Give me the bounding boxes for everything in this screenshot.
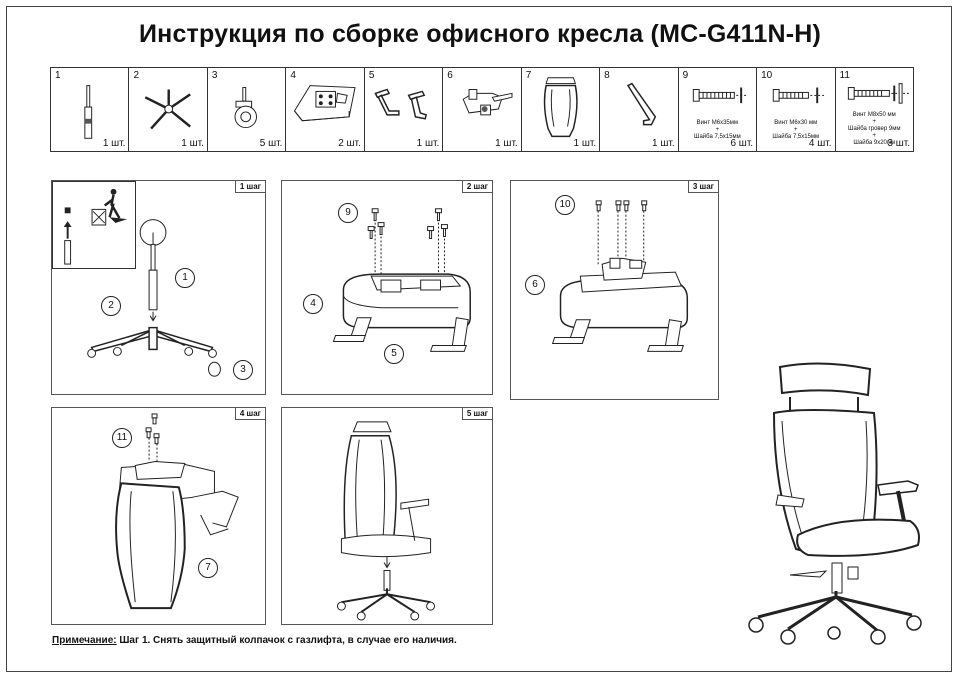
part-number: 8 (604, 70, 610, 81)
part-number: 6 (447, 70, 453, 81)
part-number: 2 (133, 70, 140, 81)
callout-11: 11 (112, 428, 132, 448)
part-number: 4 (290, 70, 296, 81)
hex-key-icon (627, 82, 657, 126)
footnote: Примечание: Шаг 1. Снять защитный колпач… (52, 635, 457, 646)
step-1-panel: 1 шаг (51, 180, 266, 395)
gas-lift-icon (84, 85, 93, 139)
part-quantity: 2 шт. (338, 138, 361, 149)
part-cell-9: 9 Винт М6x35мм + Шайба 7,5x15мм 6 шт. (679, 68, 758, 151)
step-label: 1 шаг (234, 181, 265, 193)
part-number: 7 (525, 70, 532, 81)
step-1-diagram (87, 219, 221, 377)
part-quantity: 5 шт. (259, 138, 283, 149)
part-quantity: 3 шт. (887, 138, 910, 149)
page-frame (6, 6, 952, 672)
callout-5: 5 (384, 344, 404, 364)
step-5-panel: 5 шаг (281, 407, 493, 625)
callout-1: 1 (175, 268, 195, 288)
part-number: 5 (368, 70, 375, 81)
part-cell-5: 5 1 шт. (365, 68, 444, 151)
part-note: Винт М6x30 мм + Шайба 7,5x15мм (772, 120, 820, 140)
part-cell-7: 7 1 шт. (522, 68, 601, 151)
part-number: 1 (55, 70, 61, 81)
remove-cap-inset (52, 181, 136, 269)
callout-3: 3 (233, 360, 253, 380)
part-quantity: 1 шт. (102, 138, 126, 149)
screw-icon (847, 83, 909, 104)
part-quantity: 1 шт. (181, 138, 204, 149)
part-cell-2: 2 1 шт. (129, 68, 208, 151)
part-cell-3: 3 5 шт. (208, 68, 287, 151)
part-number: 9 (682, 70, 689, 81)
step-label: 5 шаг (461, 408, 492, 420)
part-cell-10: 10 Винт М6x30 мм + Шайба 7,5x15мм 4 шт. (757, 68, 836, 151)
assembled-chair-illustration (738, 355, 928, 645)
screw-icon (772, 87, 825, 104)
step-label: 2 шаг (461, 181, 492, 193)
part-note: Винт М6x35мм + Шайба 7,5x15мм (693, 120, 741, 140)
step-label: 4 шаг (234, 408, 265, 420)
part-number: 11 (839, 70, 850, 81)
part-quantity: 1 шт. (652, 138, 675, 149)
base-star-icon (145, 89, 192, 130)
part-cell-1: 1 1 шт. (51, 68, 130, 151)
footnote-text: Шаг 1. Снять защитный колпачок с газлифт… (116, 635, 457, 646)
callout-2: 2 (101, 296, 121, 316)
step-3-diagram (551, 200, 689, 352)
step-2-panel: 2 шаг (281, 180, 493, 395)
step-4-panel: 4 шаг (51, 407, 266, 625)
callout-10: 10 (555, 195, 575, 215)
callout-7: 7 (198, 558, 218, 578)
callout-4: 4 (303, 294, 323, 314)
office-chair-icon (748, 362, 922, 645)
callout-6: 6 (525, 275, 545, 295)
screw-icon (692, 87, 748, 104)
part-cell-11: 11 Винт М8x50 мм + Шайба гровер 9мм + Ша… (836, 68, 913, 151)
backrest-icon (543, 77, 578, 138)
footnote-prefix: Примечание: (52, 635, 117, 646)
part-note: Винт М8x50 мм + Шайба гровер 9мм + Шайба… (848, 112, 901, 146)
part-number: 10 (761, 70, 773, 81)
step-label: 3 шаг (687, 181, 718, 193)
step-5-diagram (336, 421, 436, 621)
step-3-panel: 3 шаг (510, 180, 719, 400)
step-2-diagram (332, 208, 471, 352)
part-quantity: 1 шт. (495, 138, 518, 149)
part-quantity: 4 шт. (808, 138, 832, 149)
part-quantity: 6 шт. (730, 138, 754, 149)
part-cell-6: 6 1 шт. (443, 68, 522, 151)
part-quantity: 1 шт. (573, 138, 597, 149)
mechanism-icon (294, 85, 356, 122)
caster-icon (234, 87, 257, 129)
step-4-diagram (115, 413, 239, 610)
part-cell-4: 4 2 шт. (286, 68, 365, 151)
armrests-icon (374, 88, 427, 120)
callout-9: 9 (338, 203, 358, 223)
page-title: Инструкция по сборке офисного кресла (MC… (138, 20, 822, 48)
trash-can-icon (63, 188, 128, 265)
seat-bracket-icon (462, 88, 513, 116)
part-cell-8: 8 1 шт. (600, 68, 679, 151)
part-number: 3 (211, 70, 218, 81)
parts-table: 1 1 шт. 2 1 шт. 3 5 шт. (50, 67, 914, 152)
part-quantity: 1 шт. (416, 138, 440, 149)
